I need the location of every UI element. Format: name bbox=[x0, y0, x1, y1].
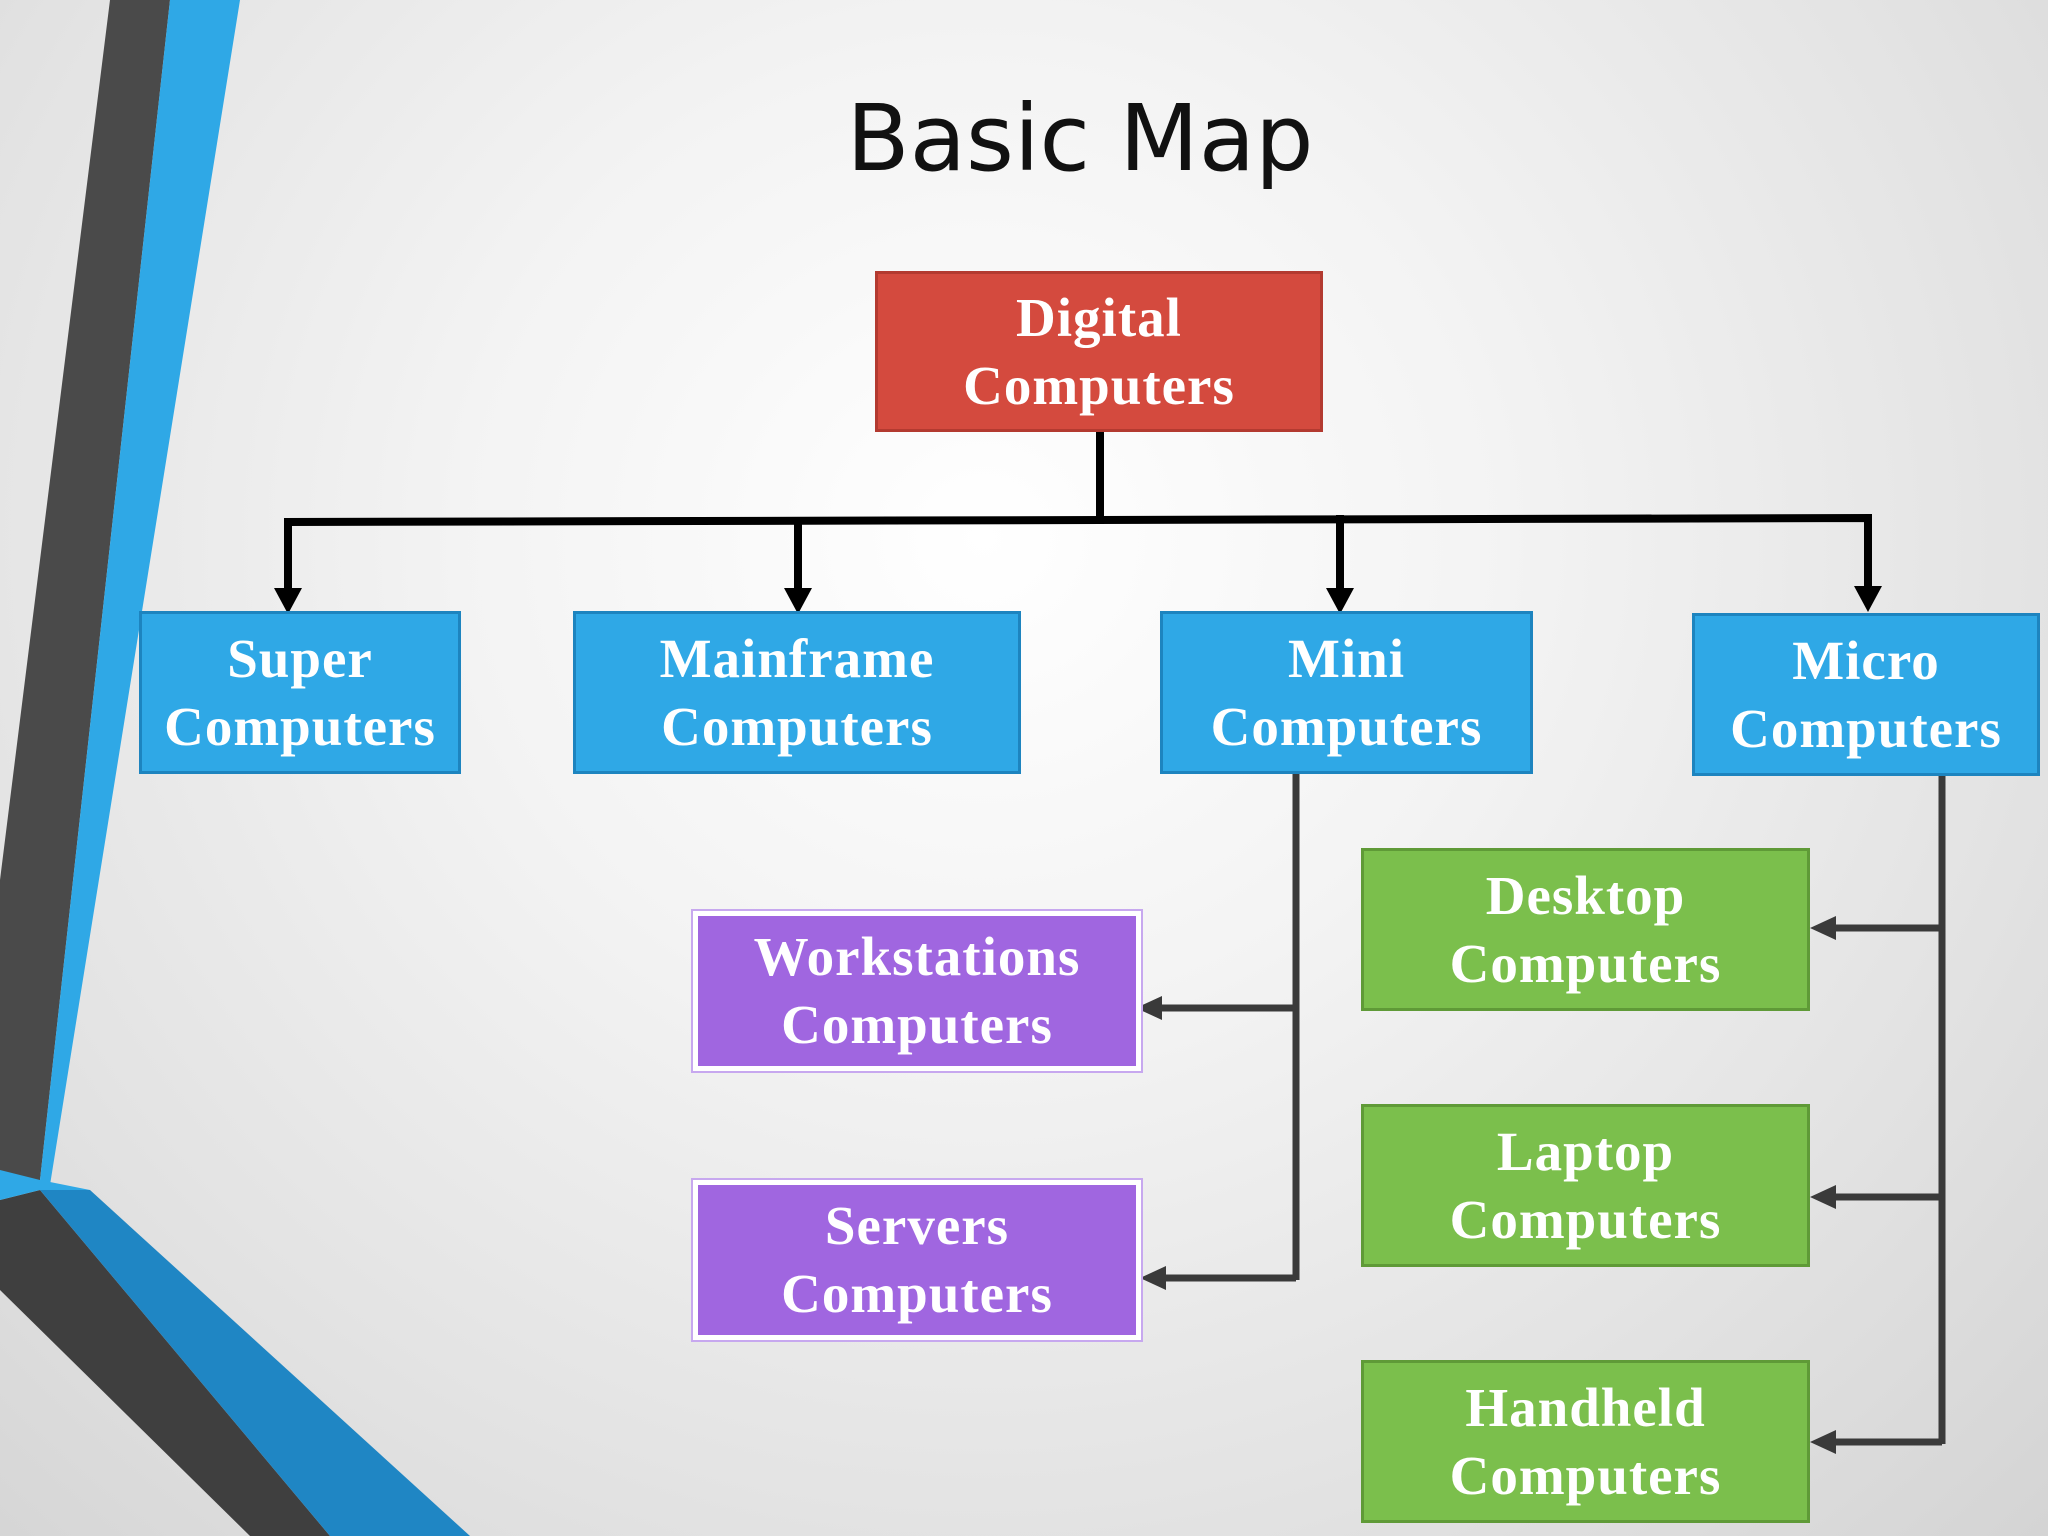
node-label: Super Computers bbox=[164, 627, 436, 757]
node-servers-computers: Servers Computers bbox=[693, 1180, 1141, 1340]
root-arrowheads bbox=[274, 586, 1882, 614]
node-digital-computers: Digital Computers bbox=[875, 271, 1323, 432]
micro-arrowheads bbox=[1810, 916, 1836, 1454]
bottom-blue-highlight bbox=[0, 1180, 90, 1200]
left-blue-stripe bbox=[0, 0, 240, 1185]
arrowhead-mini bbox=[1326, 588, 1354, 614]
node-label: Mini Computers bbox=[1210, 627, 1483, 757]
node-label: Micro Computers bbox=[1730, 629, 2002, 759]
root-branch-right bbox=[1095, 513, 1872, 594]
mini-arrowheads bbox=[1136, 996, 1166, 1290]
node-workstations-computers: Workstations Computers bbox=[693, 911, 1141, 1071]
arrowhead-micro bbox=[1854, 586, 1882, 612]
node-label: Mainframe Computers bbox=[659, 627, 935, 757]
node-label: Desktop Computers bbox=[1449, 864, 1722, 994]
arrowhead-mainframe bbox=[784, 588, 812, 614]
node-super-computers: Super Computers bbox=[139, 611, 461, 774]
node-mini-computers: Mini Computers bbox=[1160, 611, 1533, 774]
micro-connectors bbox=[1832, 772, 1946, 1446]
mini-connectors bbox=[1158, 774, 1300, 1282]
arrowhead-super bbox=[274, 588, 302, 614]
root-connectors bbox=[284, 426, 1872, 596]
node-handheld-computers: Handheld Computers bbox=[1361, 1360, 1810, 1523]
bottom-blue-stripe bbox=[40, 1190, 470, 1536]
node-label: Handheld Computers bbox=[1449, 1376, 1722, 1506]
node-label: Laptop Computers bbox=[1449, 1120, 1722, 1250]
arrowhead-desktop bbox=[1810, 916, 1836, 940]
page-title: Basic Map bbox=[846, 85, 1314, 192]
left-dark-stripe bbox=[0, 0, 170, 1180]
arrowhead-handheld bbox=[1810, 1430, 1836, 1454]
node-desktop-computers: Desktop Computers bbox=[1361, 848, 1810, 1011]
arrowhead-workstations bbox=[1136, 996, 1162, 1020]
arrowhead-laptop bbox=[1810, 1185, 1836, 1209]
node-micro-computers: Micro Computers bbox=[1692, 613, 2040, 776]
arrowhead-servers bbox=[1140, 1266, 1166, 1290]
node-label: Workstations Computers bbox=[753, 926, 1081, 1055]
bottom-dark-stripe bbox=[0, 1190, 330, 1536]
node-mainframe-computers: Mainframe Computers bbox=[573, 611, 1021, 774]
node-label: Servers Computers bbox=[781, 1195, 1053, 1324]
node-label: Digital Computers bbox=[963, 286, 1235, 416]
node-laptop-computers: Laptop Computers bbox=[1361, 1104, 1810, 1267]
root-branch-left bbox=[284, 515, 1105, 596]
